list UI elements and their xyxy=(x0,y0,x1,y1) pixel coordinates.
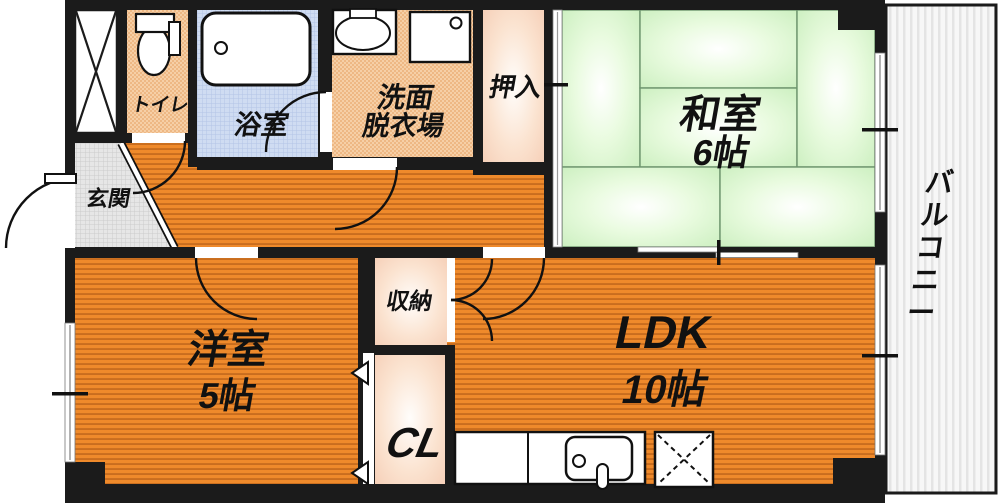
storage-door-arc-upper xyxy=(450,258,494,302)
washroom-door-opening xyxy=(333,158,397,170)
storage-floor xyxy=(375,258,447,345)
fridge-space-cross-icon xyxy=(657,434,711,485)
washroom-door-arc xyxy=(334,166,399,231)
oshiire-label: 押入 xyxy=(487,72,544,102)
bathtub-drain-icon xyxy=(214,41,228,55)
tatami-mat xyxy=(561,166,721,248)
kitchen-faucet-base-icon xyxy=(572,454,586,468)
tatami-mat xyxy=(639,9,798,89)
storage-label: 収納 xyxy=(384,288,435,314)
balcony-label: バルコニー xyxy=(905,167,956,328)
youshitsu-label: 洋室 xyxy=(184,327,272,372)
sliding-door-washitsu-ldk-right xyxy=(715,252,799,258)
washitsu-label: 和室 xyxy=(676,92,764,137)
ldk-door-arc xyxy=(482,257,546,321)
window-youshitsu-tick xyxy=(52,392,88,396)
labels: トイレ 浴室 洗面 脱衣場 押入 玄関 和室 6帖 洋室 5帖 LDK 10帖 … xyxy=(84,72,955,466)
bath-door-strip xyxy=(320,92,332,152)
washer-drain-icon xyxy=(449,16,463,30)
genkan-floor xyxy=(75,143,174,248)
tatami-mat xyxy=(796,9,876,168)
sliding-door-tick xyxy=(717,240,721,265)
wall-top xyxy=(65,0,885,10)
closet-bifold-marker xyxy=(350,360,369,386)
toilet-bowl-icon xyxy=(136,25,172,77)
fusuma-tick xyxy=(544,83,568,87)
window-washitsu-tick xyxy=(862,128,898,132)
wall-toilet-bottom xyxy=(65,133,197,143)
closet-bifold-strip xyxy=(363,353,374,484)
kitchen-faucet-icon xyxy=(596,463,609,490)
fixtures xyxy=(134,8,715,490)
wall-right xyxy=(875,0,885,484)
washitsu-size: 6帖 xyxy=(690,132,753,173)
storage-door-arc-lower xyxy=(450,298,494,342)
wall-closet-right xyxy=(445,345,455,484)
washroom-label-line2: 脱衣場 xyxy=(360,110,446,141)
youshitsu-door-arc xyxy=(194,257,258,321)
youshitsu-door-opening xyxy=(195,247,258,258)
youshitsu-size: 5帖 xyxy=(196,375,259,416)
closet-bifold-marker xyxy=(350,460,369,486)
toilet-door-arc xyxy=(132,140,187,195)
front-door-leaf xyxy=(44,173,77,184)
tatami-mat xyxy=(561,9,641,168)
tatami-mats xyxy=(561,9,876,248)
door-swings xyxy=(4,90,546,486)
tatami-mat xyxy=(719,166,876,248)
toilet-side-unit-icon xyxy=(168,21,181,56)
genkan-step xyxy=(118,141,178,250)
wall-bottom xyxy=(65,484,885,503)
wall-hall-bottom xyxy=(65,247,885,258)
wall-toilet-left xyxy=(117,10,127,133)
window-ldk-tick xyxy=(862,354,898,358)
wall-oshiire-bottom xyxy=(473,162,556,175)
wall-block-bottomright xyxy=(833,458,885,484)
vanity-basin-icon xyxy=(335,15,391,51)
wall-toilet-bath xyxy=(188,10,197,167)
wall-block-bottomleft xyxy=(65,462,105,484)
closet-floor xyxy=(375,352,445,484)
bathtub-icon xyxy=(200,11,312,87)
sliding-door-washitsu-ldk-left xyxy=(637,246,721,253)
wall-storage-closet xyxy=(375,345,455,355)
washroom-label-line1: 洗面 xyxy=(375,81,437,113)
front-door-opening xyxy=(65,183,75,248)
oshiire-floor xyxy=(483,10,544,162)
vanity-faucet-icon xyxy=(349,8,377,19)
wall-hall-washitsu xyxy=(544,10,553,247)
pipe-space-cross-icon xyxy=(74,10,118,133)
toilet-door-opening xyxy=(132,133,185,143)
toilet-label: トイレ xyxy=(130,95,191,116)
balcony-floor xyxy=(884,3,998,495)
bath-label: 浴室 xyxy=(232,109,291,140)
ldk-label: LDK xyxy=(611,306,717,357)
wall-washroom-oshiire xyxy=(473,10,483,170)
closet-label: CL xyxy=(382,419,448,465)
genkan-label: 玄関 xyxy=(84,186,132,211)
ldk-size: 10帖 xyxy=(618,366,712,411)
bath-door-arc xyxy=(264,90,327,153)
ldk-door-opening xyxy=(483,247,545,258)
